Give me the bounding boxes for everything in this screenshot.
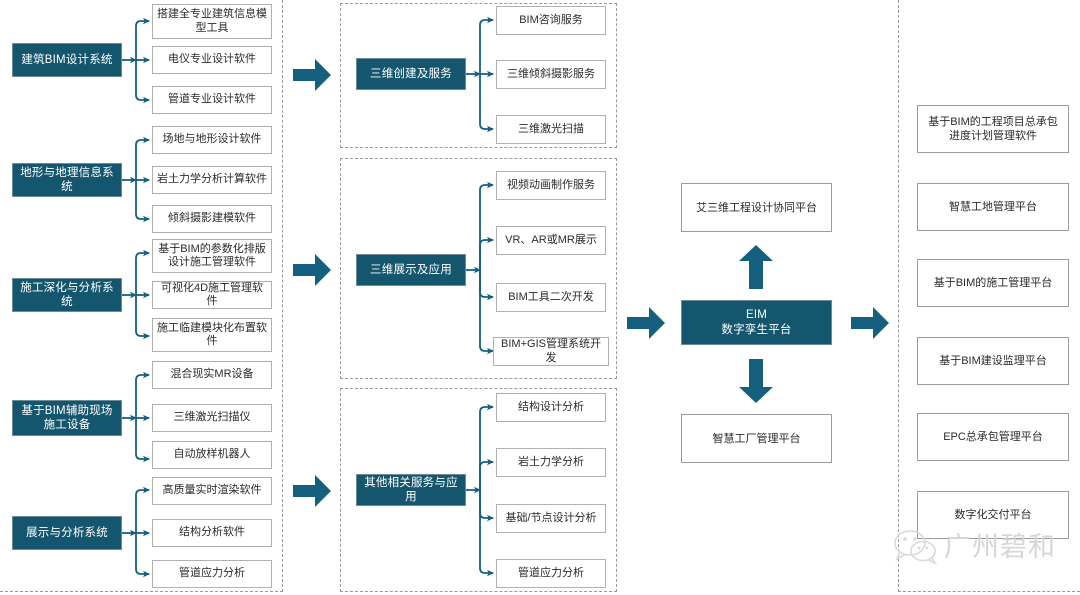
flow-arrow-middle-to-core: [627, 307, 665, 339]
left-group-4-item-1[interactable]: 混合现实MR设备: [152, 361, 272, 389]
core-platform-line1: EIM: [745, 309, 768, 321]
flow-arrow-left-to-middle-3: [293, 475, 331, 507]
flow-arrow-left-to-middle-2: [293, 254, 331, 286]
middle-group-frame-2: [340, 158, 617, 379]
middle-group-2-item-1[interactable]: 视频动画制作服务: [496, 171, 606, 200]
left-group-5-item-2[interactable]: 结构分析软件: [152, 519, 272, 547]
right-item-3[interactable]: 基于BIM的施工管理平台: [917, 259, 1069, 307]
left-group-3-item-1[interactable]: 基于BIM的参数化排版设计施工管理软件: [152, 239, 272, 273]
middle-group-2-header[interactable]: 三维展示及应用: [356, 254, 466, 286]
middle-group-2-item-3[interactable]: BIM工具二次开发: [496, 283, 606, 312]
center-bottom-platform[interactable]: 智慧工厂管理平台: [681, 414, 832, 463]
center-top-platform[interactable]: 艾三维工程设计协同平台: [681, 183, 832, 232]
left-group-4-item-3[interactable]: 自动放样机器人: [152, 441, 272, 469]
left-group-5-item-3[interactable]: 管道应力分析: [152, 560, 272, 588]
left-group-4-item-2[interactable]: 三维激光扫描仪: [152, 404, 272, 432]
left-group-2-header[interactable]: 地形与地理信息系统: [12, 163, 122, 197]
left-group-4-header[interactable]: 基于BIM辅助现场施工设备: [12, 400, 122, 436]
core-platform-line2: 数字孪生平台: [721, 323, 792, 336]
right-item-4[interactable]: 基于BIM建设监理平台: [917, 337, 1069, 385]
middle-group-2-item-2[interactable]: VR、AR或MR展示: [496, 226, 606, 255]
flow-arrow-core-to-right: [851, 307, 889, 339]
middle-group-1-item-1[interactable]: BIM咨询服务: [496, 6, 606, 35]
left-group-2-item-2[interactable]: 岩土力学分析计算软件: [152, 166, 272, 194]
middle-group-1-item-3[interactable]: 三维激光扫描: [496, 115, 606, 144]
middle-group-3-item-2[interactable]: 岩土力学分析: [496, 448, 606, 477]
left-group-5-item-1[interactable]: 高质量实时渲染软件: [152, 477, 272, 505]
middle-group-3-item-4[interactable]: 管道应力分析: [496, 559, 606, 588]
middle-group-3-item-1[interactable]: 结构设计分析: [496, 393, 606, 422]
left-column-frame: [0, 0, 283, 592]
left-group-1-header[interactable]: 建筑BIM设计系统: [12, 43, 122, 77]
middle-group-1-item-2[interactable]: 三维倾斜摄影服务: [496, 60, 606, 89]
flow-arrow-core-up: [739, 245, 773, 289]
center-column-frame: [898, 0, 1080, 592]
middle-group-3-item-3[interactable]: 基础/节点设计分析: [496, 504, 606, 533]
right-item-6[interactable]: 数字化交付平台: [917, 491, 1069, 539]
left-group-5-header[interactable]: 展示与分析系统: [12, 516, 122, 550]
middle-group-frame-3: [340, 388, 617, 592]
flow-arrow-core-down: [739, 359, 773, 403]
middle-group-2-item-4[interactable]: BIM+GIS管理系统开发: [493, 337, 609, 366]
flow-arrow-left-to-middle-1: [293, 59, 331, 91]
left-group-1-item-1[interactable]: 搭建全专业建筑信息模型工具: [152, 4, 272, 39]
left-group-3-header[interactable]: 施工深化与分析系统: [12, 278, 122, 312]
middle-group-frame-1: [340, 3, 617, 148]
middle-group-1-header[interactable]: 三维创建及服务: [356, 58, 466, 90]
left-group-2-item-1[interactable]: 场地与地形设计软件: [152, 126, 272, 154]
right-item-5[interactable]: EPC总承包管理平台: [917, 413, 1069, 461]
left-group-1-item-2[interactable]: 电仪专业设计软件: [152, 46, 272, 74]
core-platform-box[interactable]: EIM 数字孪生平台: [681, 300, 832, 345]
right-item-1[interactable]: 基于BIM的工程项目总承包进度计划管理软件: [917, 105, 1069, 153]
left-group-2-item-3[interactable]: 倾斜摄影建模软件: [152, 205, 272, 233]
left-group-3-item-3[interactable]: 施工临建模块化布置软件: [152, 318, 272, 352]
right-item-2[interactable]: 智慧工地管理平台: [917, 183, 1069, 231]
left-group-1-item-3[interactable]: 管道专业设计软件: [152, 86, 272, 114]
left-group-3-item-2[interactable]: 可视化4D施工管理软件: [152, 281, 272, 309]
middle-group-3-header[interactable]: 其他相关服务与应用: [356, 474, 466, 506]
